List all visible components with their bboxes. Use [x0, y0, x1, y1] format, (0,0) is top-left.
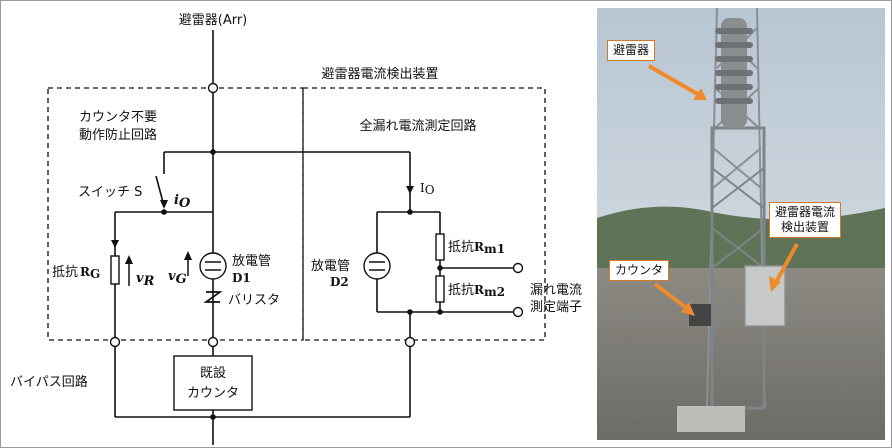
top-junction [207, 82, 219, 94]
photo-counter-label: カウンタ [609, 260, 670, 281]
tube-d1-label: 放電管 [232, 254, 271, 269]
circuit-diagram: 避雷器(Arr) 避雷器電流検出装置 カウンタ不要 動作防止回路 全漏れ電流測定… [10, 13, 582, 445]
measurement-terminal-2 [512, 306, 524, 318]
photo-device-label-2: 検出装置 [781, 220, 830, 234]
io-arrow [406, 186, 414, 194]
existing-counter-box [173, 355, 253, 411]
arrow-to-device [773, 243, 799, 285]
device-title: 避雷器電流検出装置 [321, 67, 438, 82]
left-dashed-box [47, 87, 304, 341]
measurement-terminal-1 [512, 262, 524, 274]
voltage-vr-label: vR [136, 271, 155, 289]
varistor [203, 291, 223, 303]
photo-device-label: 避雷器電流 検出装置 [769, 202, 842, 238]
arrester-top-label: 避雷器(Arr) [179, 13, 248, 28]
resistor-rg [110, 255, 120, 285]
rg-current-arrow [111, 240, 119, 248]
resistor-rm2 [435, 275, 445, 303]
terminal-label-1: 漏れ電流 [530, 282, 582, 298]
resistor-rm1 [435, 233, 445, 261]
tube-d1-id: D1 [232, 271, 251, 285]
voltage-vg-label: vG [168, 269, 187, 287]
bottom-left-junction [109, 336, 121, 348]
photo-arrester-label: 避雷器 [607, 40, 656, 61]
field-photo: 避雷器 避雷器電流 検出装置 カウンタ [597, 8, 885, 440]
arrow-to-counter [653, 282, 691, 312]
switch-label: スイッチ S [78, 185, 142, 200]
counter-label-2: カウンタ [187, 386, 239, 401]
right-block-title: 全漏れ電流測定回路 [359, 118, 476, 134]
vg-arrow [184, 251, 192, 260]
tube-d2-label: 放電管 [311, 259, 350, 274]
counter-label-1: 既設 [200, 365, 226, 381]
left-block-title-1: カウンタ不要 [79, 110, 157, 125]
left-block-title-2: 動作防止回路 [79, 127, 157, 143]
arrow-head-counter [681, 302, 695, 316]
switch-current-arrow [160, 200, 168, 209]
current-io-label: iO [174, 193, 191, 211]
resistor-rm1-label: 抵抗Rm1 [448, 240, 505, 256]
discharge-tube-d1 [199, 252, 227, 280]
arrow-head-device [769, 276, 781, 292]
arrow-head-arrester [693, 88, 707, 100]
discharge-tube-d2 [363, 252, 391, 280]
vr-arrow [125, 255, 133, 264]
current-Io-label: IO [420, 181, 435, 197]
arrow-to-arrester [648, 64, 702, 98]
varistor-label: バリスタ [228, 293, 280, 308]
bypass-label: バイパス回路 [10, 374, 88, 390]
photo-arrows [648, 64, 799, 316]
right-dashed-box [302, 87, 546, 341]
tube-d2-id: D2 [330, 275, 349, 289]
terminal-label-2: 測定端子 [530, 300, 582, 315]
photo-device-label-1: 避雷器電流 [775, 205, 836, 219]
resistor-rm2-label: 抵抗Rm2 [448, 283, 505, 299]
